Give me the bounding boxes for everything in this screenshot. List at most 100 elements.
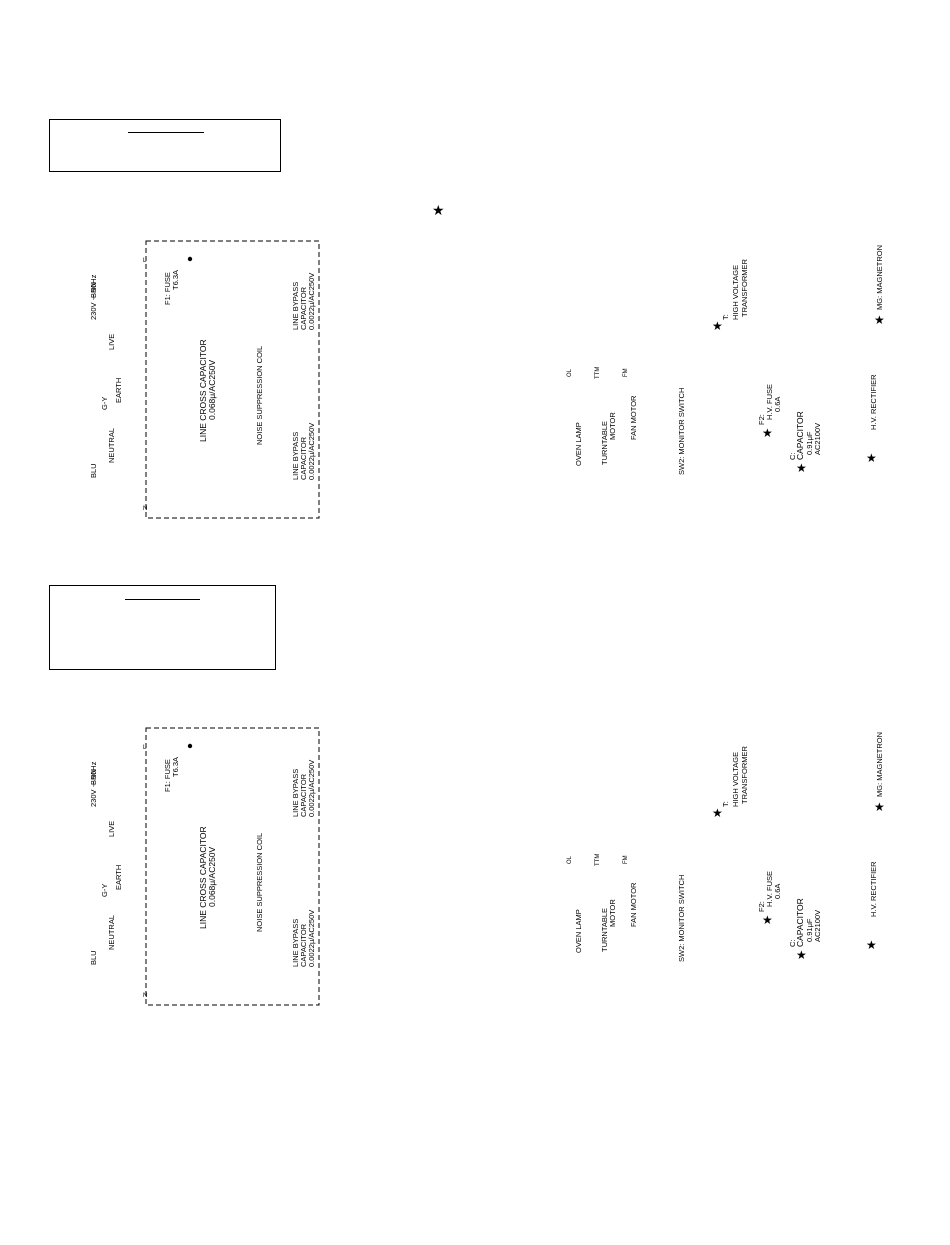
- fuse-f1-label-b: T6.3A: [171, 270, 180, 290]
- star-mark: ★: [866, 451, 877, 465]
- line-cross-label-a: LINE CROSS CAPACITOR: [198, 826, 208, 929]
- neutral-label: NEUTRAL: [107, 428, 116, 463]
- line-cross-label-a: LINE CROSS CAPACITOR: [198, 339, 208, 442]
- cap-label-a: C:: [788, 940, 797, 948]
- live-label: LIVE: [107, 821, 116, 837]
- bypass-top-label-b: CAPACITOR: [299, 286, 308, 330]
- star-mark: ★: [866, 938, 877, 952]
- bypass-top-label-a: LINE BYPASS: [291, 769, 300, 817]
- junction-dots-part: [187, 743, 193, 749]
- ttm-label: TTM: [595, 367, 601, 379]
- noise-coil-label: NOISE SUPPRESSION COIL: [255, 346, 264, 445]
- junction-dots: [187, 743, 193, 749]
- turntable-label-a: TURNTABLE: [600, 908, 609, 952]
- fm-label: FM: [623, 855, 629, 864]
- bypass-top-label-c: 0.0022μ/AC250V: [307, 760, 316, 817]
- schematic-labels: 230V ∽ 50Hz BRN BLU LIVE EARTH NEUTRAL G…: [89, 732, 884, 999]
- bypass-bot-label-c: 0.0022μ/AC250V: [307, 910, 316, 967]
- blu-label: BLU: [89, 950, 98, 965]
- fm-label: FM: [623, 368, 629, 377]
- rectifier-label: H.V. RECTIFIER: [869, 861, 878, 917]
- hvt-label-c: TRANSFORMER: [740, 259, 749, 318]
- bypass-bot-label-a: LINE BYPASS: [291, 432, 300, 480]
- star-mark: ★: [796, 948, 807, 962]
- hv-fuse-label-a: F2:: [757, 414, 766, 425]
- star-mark: ★: [712, 806, 723, 820]
- star-mark: ★: [874, 313, 885, 327]
- legend-title-rule: [128, 132, 204, 133]
- oven-lamp-label: OVEN LAMP: [574, 422, 583, 466]
- replacement-stars: ★ ★ ★ ★ ★: [712, 800, 885, 962]
- star-mark: ★: [432, 203, 445, 219]
- bypass-top-label-c: 0.0022μ/AC250V: [307, 273, 316, 330]
- hv-fuse-label-a: F2:: [757, 901, 766, 912]
- filter-housing-dashed: [145, 240, 320, 519]
- hvt-label-b: HIGH VOLTAGE: [731, 265, 740, 320]
- schematic-diagram-bottom-part: 230V ∽ 50Hz BRN BLU LIVE EARTH NEUTRAL G…: [89, 727, 885, 1006]
- ol-label: OL: [567, 855, 573, 864]
- turntable-label-b: MOTOR: [608, 899, 617, 927]
- cap-label-c: 0.91μF: [805, 918, 814, 942]
- schematic-diagram-top-part: 230V ∽ 50Hz BRN BLU LIVE EARTH NEUTRAL G…: [89, 240, 885, 519]
- cap-label-c: 0.91μF: [805, 431, 814, 455]
- turntable-label-b: MOTOR: [608, 412, 617, 440]
- bypass-top-label-a: LINE BYPASS: [291, 282, 300, 330]
- hvt-label-a: T:: [721, 314, 730, 320]
- rectifier-label: H.V. RECTIFIER: [869, 374, 878, 430]
- monitor-switch-label: SW2: MONITOR SWITCH: [677, 875, 686, 962]
- fan-motor-label: FAN MOTOR: [629, 395, 638, 440]
- hvt-label-c: TRANSFORMER: [740, 746, 749, 805]
- star-mark: ★: [712, 319, 723, 333]
- hv-fuse-label-b: H.V. FUSE: [765, 871, 774, 907]
- blu-label: BLU: [89, 463, 98, 478]
- turntable-label-a: TURNTABLE: [600, 421, 609, 465]
- terminal-l-label: L: [143, 745, 147, 751]
- star-mark: ★: [874, 800, 885, 814]
- cap-label-d: AC2100V: [813, 910, 822, 942]
- hv-fuse-label-c: 0.6A: [773, 884, 782, 899]
- noise-coil-label: NOISE SUPPRESSION COIL: [255, 833, 264, 932]
- cap-label-d: AC2100V: [813, 423, 822, 455]
- oven-lamp-label: OVEN LAMP: [574, 909, 583, 953]
- terminal-l-label: L: [143, 258, 147, 264]
- line-cross-label-b: 0.068μ/AC250V: [207, 846, 217, 907]
- junction-dots: [187, 256, 193, 262]
- earth-label: EARTH: [114, 865, 123, 890]
- hv-fuse-label-b: H.V. FUSE: [765, 384, 774, 420]
- fuse-f1-label-a: F1: FUSE: [163, 272, 172, 305]
- line-cross-label-b: 0.068μ/AC250V: [207, 359, 217, 420]
- gy-label: G-Y: [100, 397, 109, 410]
- monitor-switch-label: SW2: MONITOR SWITCH: [677, 388, 686, 475]
- bypass-top-label-b: CAPACITOR: [299, 773, 308, 817]
- ol-label: OL: [567, 368, 573, 377]
- schematic-diagram-top-part-part: [145, 240, 320, 519]
- terminal-n-label: N: [143, 506, 147, 512]
- fan-motor-label: FAN MOTOR: [629, 882, 638, 927]
- fuse-f1-label-b: T6.3A: [171, 757, 180, 777]
- brn-label: BRN: [89, 769, 98, 785]
- ttm-label: TTM: [595, 854, 601, 866]
- magnetron-label: MG: MAGNETRON: [875, 732, 884, 797]
- replacement-stars: ★ ★ ★ ★ ★: [712, 313, 885, 475]
- earth-label: EARTH: [114, 378, 123, 403]
- neutral-label: NEUTRAL: [107, 915, 116, 950]
- legend-box-bottom: [49, 585, 276, 670]
- junction-dots-part: [187, 256, 193, 262]
- hvt-label-a: T:: [721, 801, 730, 807]
- schematic-diagram-bottom-part-part: [145, 727, 320, 1006]
- gy-label: G-Y: [100, 884, 109, 897]
- schematic-labels: 230V ∽ 50Hz BRN BLU LIVE EARTH NEUTRAL G…: [89, 245, 884, 512]
- legend-title-rule: [125, 599, 200, 600]
- cap-label-a: C:: [788, 453, 797, 461]
- cap-label-b: CAPACITOR: [795, 411, 805, 460]
- fuse-f1-label-a: F1: FUSE: [163, 759, 172, 792]
- live-label: LIVE: [107, 334, 116, 350]
- brn-label: BRN: [89, 282, 98, 298]
- bypass-bot-label-a: LINE BYPASS: [291, 919, 300, 967]
- cap-label-b: CAPACITOR: [795, 898, 805, 947]
- bypass-bot-label-b: CAPACITOR: [299, 923, 308, 967]
- supply-label: 230V ∽ 50Hz: [89, 274, 98, 320]
